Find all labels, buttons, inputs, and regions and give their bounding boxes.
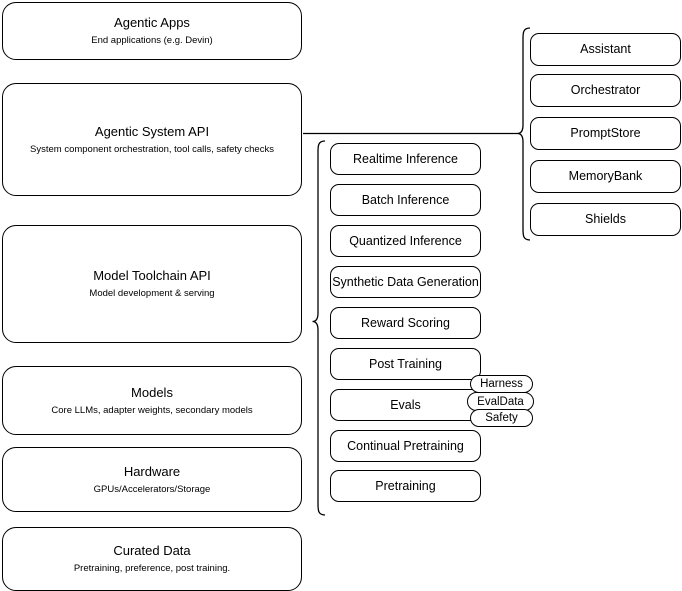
layer-box-agentic-system-api[interactable]: Agentic System API System component orch… — [2, 83, 302, 196]
toolchain-chip-batch-inference[interactable]: Batch Inference — [330, 184, 481, 216]
pill-label: Safety — [485, 412, 518, 424]
toolchain-chip-reward-scoring[interactable]: Reward Scoring — [330, 307, 481, 339]
brace-toolchain-components — [312, 140, 326, 516]
eval-pill-safety[interactable]: Safety — [470, 409, 533, 427]
brace-system-components — [517, 27, 531, 241]
chip-label: Reward Scoring — [361, 315, 450, 330]
system-chip-assistant[interactable]: Assistant — [530, 33, 681, 66]
chip-label: Orchestrator — [570, 83, 641, 97]
layer-title: Curated Data — [113, 543, 191, 558]
layer-box-hardware[interactable]: Hardware GPUs/Accelerators/Storage — [2, 447, 302, 512]
toolchain-chip-evals[interactable]: Evals — [330, 389, 481, 421]
chip-label: Evals — [390, 397, 421, 412]
layer-subtitle: Core LLMs, adapter weights, secondary mo… — [51, 404, 253, 416]
chip-label: Synthetic Data Generation — [332, 274, 479, 289]
toolchain-chip-post-training[interactable]: Post Training — [330, 348, 481, 380]
system-chip-memorybank[interactable]: MemoryBank — [530, 160, 681, 193]
toolchain-chip-pretraining[interactable]: Pretraining — [330, 470, 481, 502]
layer-box-models[interactable]: Models Core LLMs, adapter weights, secon… — [2, 366, 302, 435]
chip-label: Realtime Inference — [353, 151, 458, 166]
layer-title: Agentic System API — [94, 123, 210, 139]
layer-subtitle: Pretraining, preference, post training. — [73, 563, 231, 574]
layer-box-model-toolchain-api[interactable]: Model Toolchain API Model development & … — [2, 225, 302, 343]
chip-label: Quantized Inference — [349, 233, 462, 248]
toolchain-chip-realtime-inference[interactable]: Realtime Inference — [330, 143, 481, 175]
chip-label: Shields — [585, 212, 626, 226]
chip-label: MemoryBank — [568, 169, 643, 183]
eval-pill-harness[interactable]: Harness — [470, 375, 533, 393]
toolchain-chip-synthetic-data-generation[interactable]: Synthetic Data Generation — [330, 266, 481, 298]
layer-box-curated-data[interactable]: Curated Data Pretraining, preference, po… — [2, 527, 302, 591]
layer-subtitle: Model development & serving — [89, 288, 215, 299]
layer-subtitle: End applications (e.g. Devin) — [91, 35, 213, 46]
toolchain-chip-quantized-inference[interactable]: Quantized Inference — [330, 225, 481, 257]
chip-label: Post Training — [369, 356, 442, 371]
chip-label: Continual Pretraining — [347, 438, 464, 453]
layer-title: Model Toolchain API — [93, 268, 211, 283]
chip-label: PromptStore — [570, 126, 641, 140]
layer-subtitle: System component orchestration, tool cal… — [30, 143, 274, 155]
chip-label: Batch Inference — [361, 192, 450, 207]
layer-title: Models — [131, 384, 173, 400]
layer-title: Agentic Apps — [114, 15, 190, 30]
chip-label: Pretraining — [375, 478, 436, 493]
layer-box-agentic-apps[interactable]: Agentic Apps End applications (e.g. Devi… — [2, 2, 302, 60]
system-chip-promptstore[interactable]: PromptStore — [530, 117, 681, 150]
toolchain-chip-continual-pretraining[interactable]: Continual Pretraining — [330, 430, 481, 462]
system-chip-shields[interactable]: Shields — [530, 203, 681, 236]
chip-label: Assistant — [580, 42, 631, 56]
layer-title: Hardware — [123, 463, 181, 479]
layer-subtitle: GPUs/Accelerators/Storage — [93, 483, 211, 495]
pill-label: Harness — [480, 378, 523, 390]
pill-label: EvalData — [477, 395, 524, 408]
system-chip-orchestrator[interactable]: Orchestrator — [530, 74, 681, 107]
